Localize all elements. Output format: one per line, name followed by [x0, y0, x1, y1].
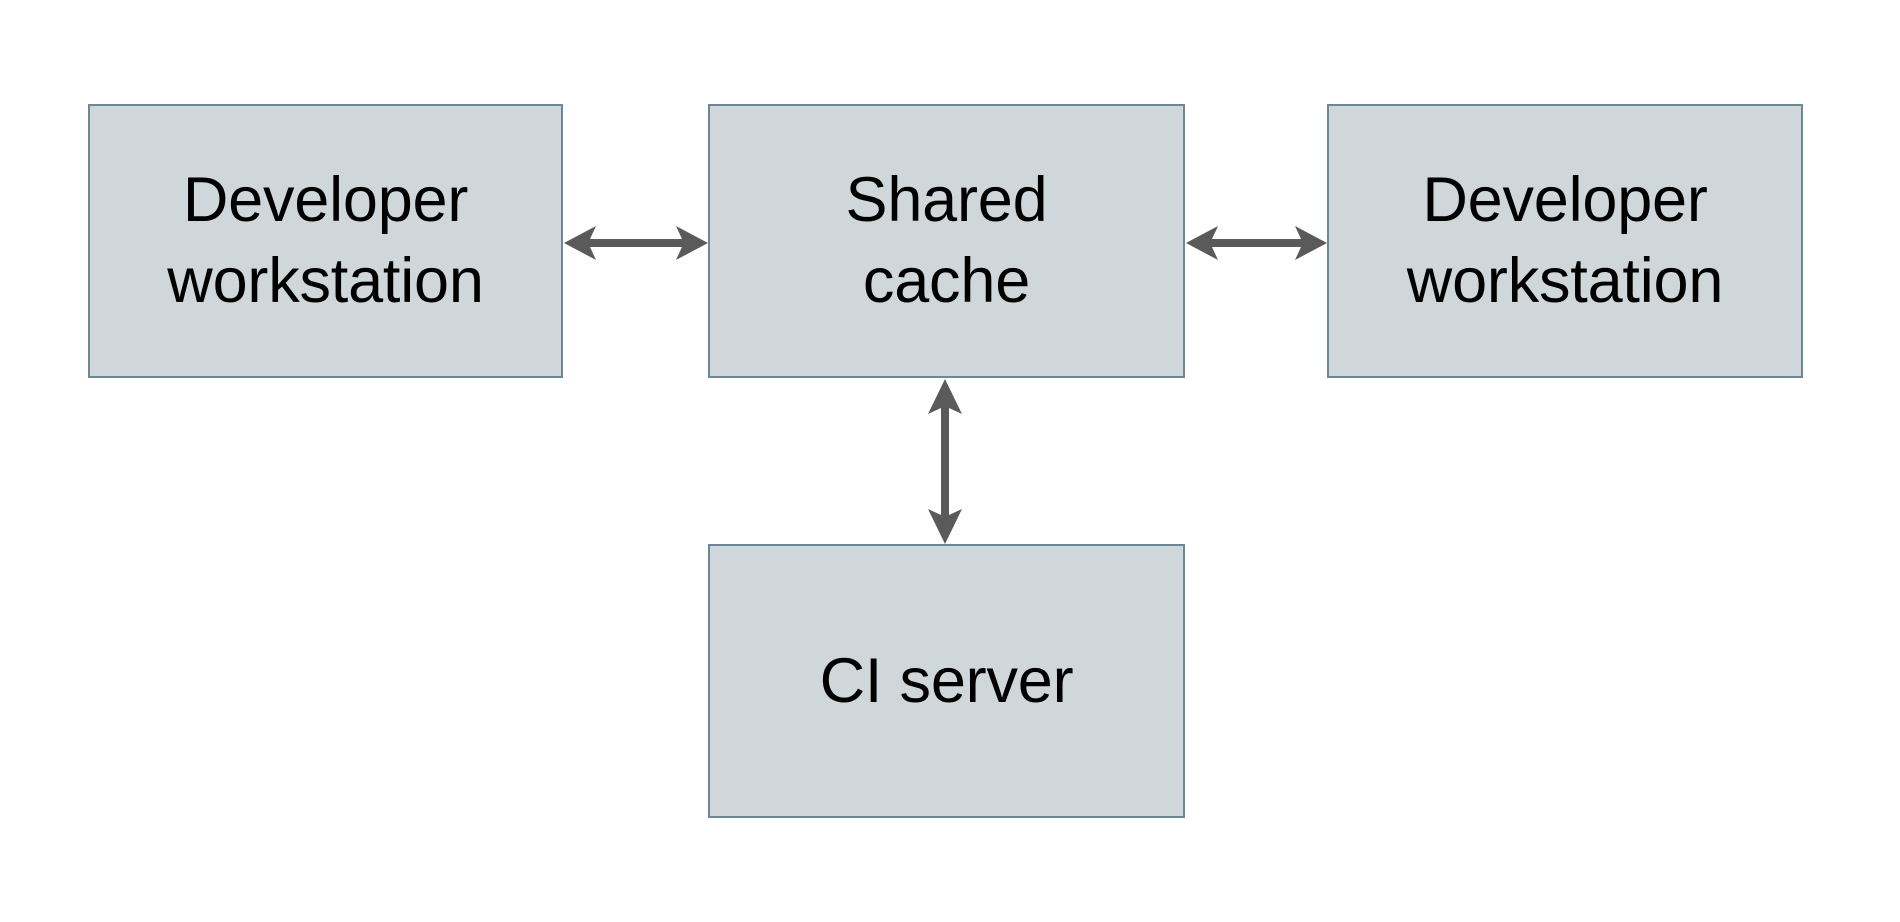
- double-arrow-icon: [1186, 226, 1327, 260]
- node-developer-workstation-right[interactable]: Developer workstation: [1327, 104, 1803, 378]
- double-arrow-icon: [928, 379, 962, 544]
- edge-developer-workstation-left-to-shared-cache: [564, 226, 708, 260]
- node-developer-workstation-left[interactable]: Developer workstation: [88, 104, 563, 378]
- node-label: Developer workstation: [1406, 165, 1724, 316]
- double-arrow-icon: [564, 226, 708, 260]
- node-ci-server[interactable]: CI server: [708, 544, 1185, 818]
- node-label: CI server: [819, 645, 1074, 716]
- node-label: Developer workstation: [167, 165, 484, 316]
- edge-shared-cache-to-developer-workstation-right: [1186, 226, 1327, 260]
- node-shared-cache[interactable]: Shared cache: [708, 104, 1185, 378]
- node-label: Shared cache: [845, 165, 1048, 316]
- edge-shared-cache-to-ci-server: [928, 379, 962, 544]
